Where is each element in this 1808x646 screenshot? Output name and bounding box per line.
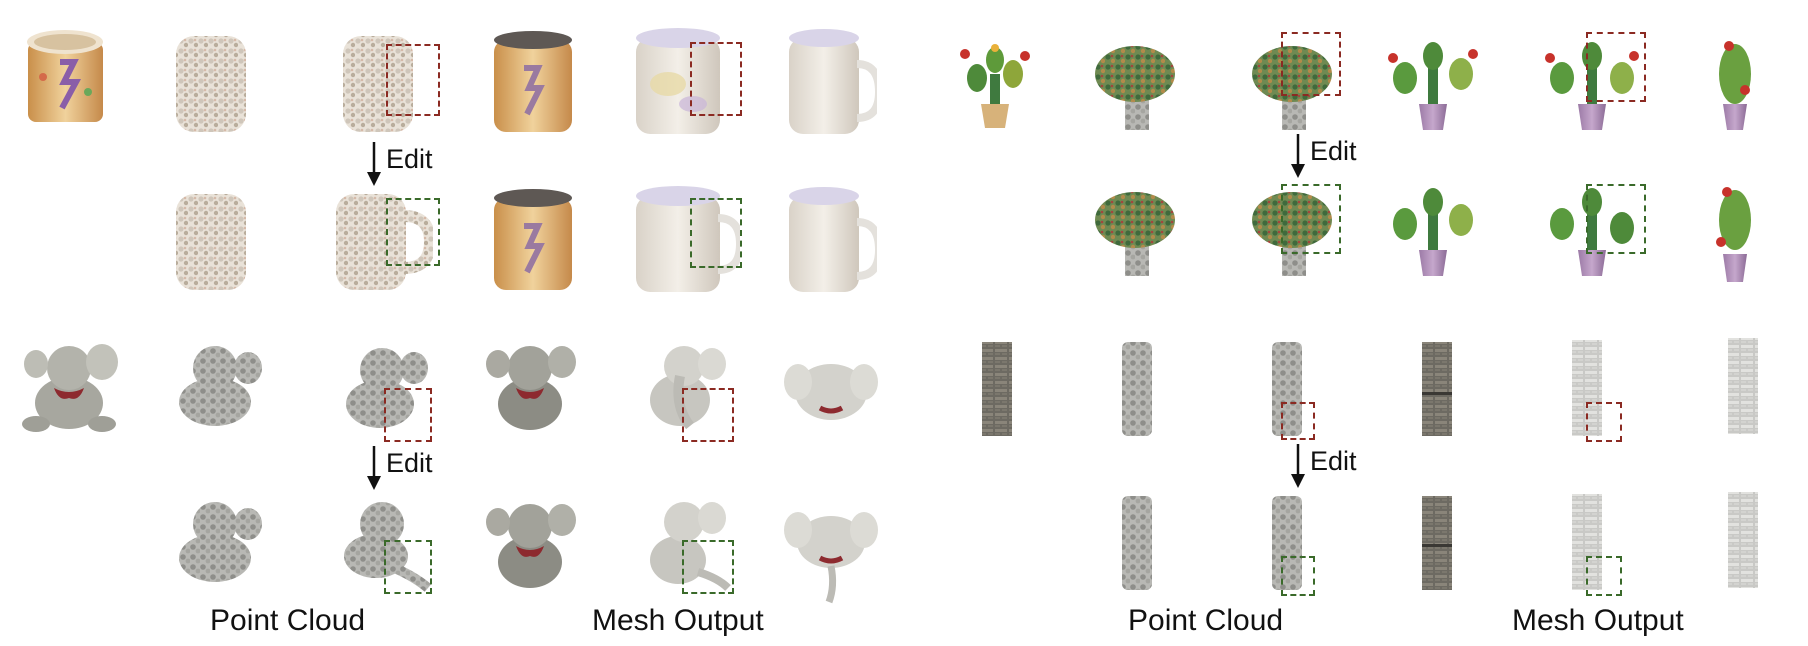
down-arrow-icon: [1291, 444, 1305, 488]
mug-mesh-edit-region-after: [690, 198, 742, 268]
elephant-edit-arrow: Edit: [366, 446, 433, 490]
cactus-mesh-side-view-edited: [1716, 187, 1751, 282]
elephant-point-cloud-edit-view: [346, 348, 428, 428]
caption-right-mesh-output: Mesh Output: [1512, 604, 1684, 637]
tower-mesh-textured: [1422, 342, 1452, 436]
tower-point-cloud: [1122, 342, 1152, 436]
elephant-mesh-output-edited: [650, 502, 731, 591]
elephant-mesh-output: [650, 346, 726, 430]
elephant-point-cloud-edited: [179, 502, 262, 582]
edit-label: Edit: [1310, 136, 1357, 166]
tower-mesh-edit-region-after: [1586, 556, 1622, 596]
elephant-mesh-side-view-edited: [784, 512, 878, 604]
elephant-edit-region-after: [384, 540, 432, 594]
cactus-point-cloud-edited: [1095, 192, 1175, 276]
cactus-mesh-side-view: [1719, 41, 1751, 130]
elephant-input-image: [22, 344, 118, 432]
elephant-mesh-textured-edited: [486, 504, 576, 588]
cactus-edit-arrow: Edit: [1290, 134, 1357, 178]
cactus-edit-region-after: [1281, 184, 1341, 254]
cactus-mesh-textured: [1388, 42, 1478, 130]
tower-edit-region-before: [1281, 402, 1315, 440]
tower-mesh-edit-region-before: [1586, 402, 1622, 442]
mug-input-image: [27, 30, 103, 122]
cactus-point-cloud-edited-branch: [1252, 192, 1332, 276]
caption-left-mesh-output: Mesh Output: [592, 604, 764, 637]
mug-edit-region-after: [386, 198, 440, 266]
mug-point-cloud: [176, 36, 246, 132]
cactus-mesh-edit-region-before: [1586, 32, 1646, 102]
elephant-mesh-side-view: [784, 364, 878, 420]
edit-label: Edit: [386, 448, 433, 478]
elephant-mesh-edit-region-after: [682, 540, 734, 594]
mug-mesh-textured: [494, 31, 572, 132]
down-arrow-icon: [367, 142, 381, 186]
tower-edit-region-after: [1281, 556, 1315, 596]
elephant-mesh-textured: [486, 346, 576, 430]
cactus-point-cloud-edit-view: [1252, 46, 1332, 130]
mug-mesh-side-view: [789, 29, 877, 134]
tower-mesh-side-view-edited: [1728, 492, 1758, 588]
tower-mesh-side-view: [1728, 338, 1758, 434]
elephant-point-cloud-edited-trunk: [344, 502, 432, 592]
elephant-edit-region-before: [384, 388, 432, 442]
cactus-mesh-edit-region-after: [1586, 184, 1646, 254]
mug-point-cloud-edited: [176, 194, 246, 290]
mug-mesh-textured-edited: [494, 189, 572, 290]
cactus-mesh-output-edited: [1550, 188, 1634, 276]
mug-edit-arrow: Edit: [366, 142, 433, 186]
mug-mesh-edit-region-before: [690, 42, 742, 116]
edit-label: Edit: [386, 144, 433, 174]
tower-point-cloud-edited: [1122, 496, 1152, 590]
mug-mesh-output-edited: [636, 186, 740, 292]
cactus-input-image: [960, 44, 1030, 128]
mug-edit-region-before: [386, 44, 440, 116]
tower-point-cloud-edit-view: [1272, 342, 1302, 436]
cactus-edit-region-before: [1281, 32, 1341, 96]
down-arrow-icon: [367, 446, 381, 490]
mug-point-cloud-edit-view: [343, 36, 413, 132]
elephant-mesh-edit-region-before: [682, 388, 734, 442]
tower-edit-arrow: Edit: [1290, 444, 1357, 488]
tower-point-cloud-edited-block: [1272, 496, 1302, 590]
edit-label: Edit: [1310, 446, 1357, 476]
caption-left-point-cloud: Point Cloud: [210, 604, 366, 637]
down-arrow-icon: [1291, 134, 1305, 178]
mug-mesh-side-view-edited: [789, 187, 877, 292]
tower-mesh-textured-edited: [1422, 496, 1452, 590]
tower-input-image: [982, 342, 1012, 436]
cactus-point-cloud: [1095, 46, 1175, 130]
caption-right-point-cloud: Point Cloud: [1128, 604, 1284, 637]
elephant-point-cloud: [179, 346, 262, 426]
cactus-mesh-textured-edited: [1393, 188, 1473, 276]
